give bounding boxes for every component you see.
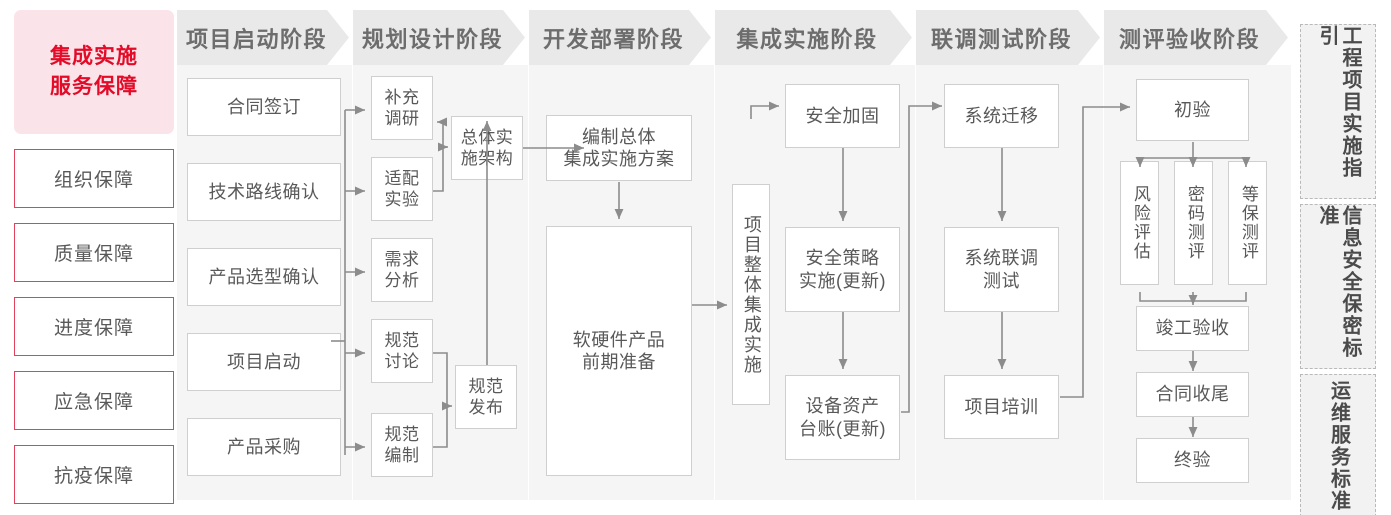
rail-item-schedule[interactable]: 进度保障 — [14, 297, 174, 356]
chevron-separator-icon — [1078, 10, 1104, 65]
node-label-line2: 台账(更新) — [799, 418, 886, 439]
node-requirement-analysis[interactable]: 需求分析 — [371, 238, 433, 302]
node-label-line2: 前期准备 — [582, 352, 656, 372]
phase-header-startup: 项目启动阶段 — [177, 10, 353, 65]
phase-header-acceptance: 测评验收阶段 — [1104, 10, 1292, 65]
node-risk-assessment[interactable]: 风险评估 — [1120, 161, 1159, 285]
phase-title-integration: 集成实施阶段 — [736, 26, 878, 52]
standard-om-service[interactable]: 运维服务标准 — [1300, 374, 1376, 515]
node-spec-discussion[interactable]: 规范讨论 — [371, 319, 433, 383]
chevron-separator-icon — [327, 10, 353, 65]
phase-header-development: 开发部署阶段 — [529, 10, 715, 65]
chevron-separator-icon — [1266, 10, 1292, 65]
guarantee-rail-title-line1: 集成实施 — [50, 44, 138, 68]
node-preliminary-acceptance[interactable]: 初验 — [1136, 79, 1249, 141]
node-tech-route-confirm[interactable]: 技术路线确认 — [187, 163, 341, 221]
node-security-hardening[interactable]: 安全加固 — [785, 84, 900, 148]
rail-item-epidemic[interactable]: 抗疫保障 — [14, 445, 174, 504]
node-label-line1: 补充 — [384, 87, 420, 107]
node-label-line2: 实施(更新) — [799, 270, 886, 291]
rail-item-emergency[interactable]: 应急保障 — [14, 371, 174, 430]
node-label-line1: 系统联调 — [964, 248, 1039, 268]
node-final-acceptance[interactable]: 终验 — [1136, 438, 1249, 483]
node-contract-signing[interactable]: 合同签订 — [187, 78, 341, 136]
standard-engineering-project-guide[interactable]: 工程项目实施指引 — [1300, 24, 1376, 199]
guarantee-rail: 集成实施 服务保障 组织保障 质量保障 进度保障 应急保障 抗疫保障 — [14, 10, 174, 504]
node-label-line2: 测试 — [983, 270, 1020, 291]
node-label-line2: 讨论 — [384, 352, 420, 371]
node-mlps-evaluation[interactable]: 等保测评 — [1228, 161, 1267, 285]
phase-title-development: 开发部署阶段 — [542, 26, 684, 52]
node-label-line1: 总体实 — [460, 127, 514, 147]
guarantee-rail-title-line2: 服务保障 — [50, 75, 138, 98]
phase-title-joint-testing: 联调测试阶段 — [930, 26, 1072, 52]
node-spec-release[interactable]: 规范发布 — [455, 365, 517, 429]
phase-header-joint-testing: 联调测试阶段 — [916, 10, 1104, 65]
phase-header-planning: 规划设计阶段 — [353, 10, 529, 65]
node-project-kickoff[interactable]: 项目启动 — [187, 333, 341, 391]
node-system-joint-test[interactable]: 系统联调测试 — [944, 227, 1059, 312]
node-label-line1: 规范 — [384, 330, 420, 350]
rail-item-organization[interactable]: 组织保障 — [14, 149, 174, 208]
node-label-line1: 规范 — [384, 424, 420, 444]
chevron-separator-icon — [890, 10, 916, 65]
phase-column-acceptance: 测评验收阶段 初验 风险评估 密码测评 等保测评 竣工验收 合同收尾 终验 — [1104, 10, 1292, 500]
node-project-training[interactable]: 项目培训 — [944, 375, 1059, 439]
node-equipment-asset-ledger[interactable]: 设备资产台账(更新) — [785, 375, 900, 460]
node-hw-sw-preparation[interactable]: 软硬件产品前期准备 — [546, 226, 692, 476]
node-crypto-evaluation[interactable]: 密码测评 — [1174, 161, 1213, 285]
standard-label: 信息安全保密标准 — [1316, 205, 1361, 359]
node-label-line2: 实验 — [384, 190, 420, 209]
node-project-overall-integration[interactable]: 项目整体集成实施 — [732, 184, 770, 405]
node-label-line1: 软硬件产品 — [572, 329, 666, 350]
phase-column-integration: 集成实施阶段 项目整体集成实施 安全加固 安全策略实施(更新) 设备资产台账(更… — [715, 10, 916, 500]
phase-header-integration: 集成实施阶段 — [715, 10, 916, 65]
phase-body-planning: 补充调研 适配实验 需求分析 规范讨论 规范编制 总体实施架构 规范发布 — [353, 65, 528, 500]
node-label-line1: 适配 — [384, 168, 420, 188]
node-label-line1: 需求 — [384, 249, 420, 269]
node-product-procurement[interactable]: 产品采购 — [187, 418, 341, 476]
node-label-line1: 设备资产 — [805, 396, 880, 416]
phase-body-startup: 合同签订 技术路线确认 产品选型确认 项目启动 产品采购 — [177, 65, 352, 500]
chevron-separator-icon — [503, 10, 529, 65]
node-label-line1: 规范 — [468, 376, 504, 396]
phase-column-development: 开发部署阶段 编制总体集成实施方案 软硬件产品前期准备 — [529, 10, 715, 500]
node-label-line1: 编制总体 — [582, 126, 656, 147]
phase-title-acceptance: 测评验收阶段 — [1118, 26, 1260, 52]
node-label-line2: 调研 — [384, 109, 420, 128]
phase-title-startup: 项目启动阶段 — [185, 26, 327, 52]
node-label-line2: 编制 — [384, 446, 420, 465]
chevron-separator-icon — [689, 10, 715, 65]
node-security-policy-impl[interactable]: 安全策略实施(更新) — [785, 227, 900, 312]
rail-item-quality[interactable]: 质量保障 — [14, 223, 174, 282]
node-adaptation-experiment[interactable]: 适配实验 — [371, 157, 433, 221]
node-label-line1: 安全策略 — [805, 248, 880, 268]
node-label-line2: 分析 — [384, 271, 420, 290]
node-contract-closeout[interactable]: 合同收尾 — [1136, 372, 1249, 417]
node-product-selection-confirm[interactable]: 产品选型确认 — [187, 248, 341, 306]
node-label-line2: 发布 — [468, 398, 504, 417]
phase-body-joint-testing: 系统迁移 系统联调测试 项目培训 — [916, 65, 1103, 500]
node-system-migration[interactable]: 系统迁移 — [944, 84, 1059, 148]
node-label-line2: 施架构 — [460, 149, 514, 168]
node-compile-overall-plan[interactable]: 编制总体集成实施方案 — [546, 115, 692, 181]
guarantee-rail-title: 集成实施 服务保障 — [14, 10, 174, 134]
phase-title-planning: 规划设计阶段 — [361, 26, 503, 52]
standard-info-security-confidentiality[interactable]: 信息安全保密标准 — [1300, 204, 1376, 369]
node-supplementary-research[interactable]: 补充调研 — [371, 76, 433, 140]
phase-column-startup: 项目启动阶段 合同签订 技术路线确认 产品选型确认 项目启动 产品采购 — [177, 10, 353, 500]
phase-body-integration: 项目整体集成实施 安全加固 安全策略实施(更新) 设备资产台账(更新) — [715, 65, 915, 500]
standard-label: 工程项目实施指引 — [1316, 25, 1361, 179]
phase-body-development: 编制总体集成实施方案 软硬件产品前期准备 — [529, 65, 714, 500]
node-overall-impl-architecture[interactable]: 总体实施架构 — [451, 116, 523, 180]
node-label-line2: 集成实施方案 — [563, 149, 675, 169]
node-spec-drafting[interactable]: 规范编制 — [371, 413, 433, 477]
standard-label: 运维服务标准 — [1327, 379, 1350, 512]
phase-body-acceptance: 初验 风险评估 密码测评 等保测评 竣工验收 合同收尾 终验 — [1104, 65, 1291, 500]
node-completion-acceptance[interactable]: 竣工验收 — [1136, 306, 1249, 351]
phase-column-planning: 规划设计阶段 补充调研 适配实验 需求分析 规范讨论 规范编制 总体实施架构 — [353, 10, 529, 500]
phase-column-joint-testing: 联调测试阶段 系统迁移 系统联调测试 项目培训 — [916, 10, 1104, 500]
